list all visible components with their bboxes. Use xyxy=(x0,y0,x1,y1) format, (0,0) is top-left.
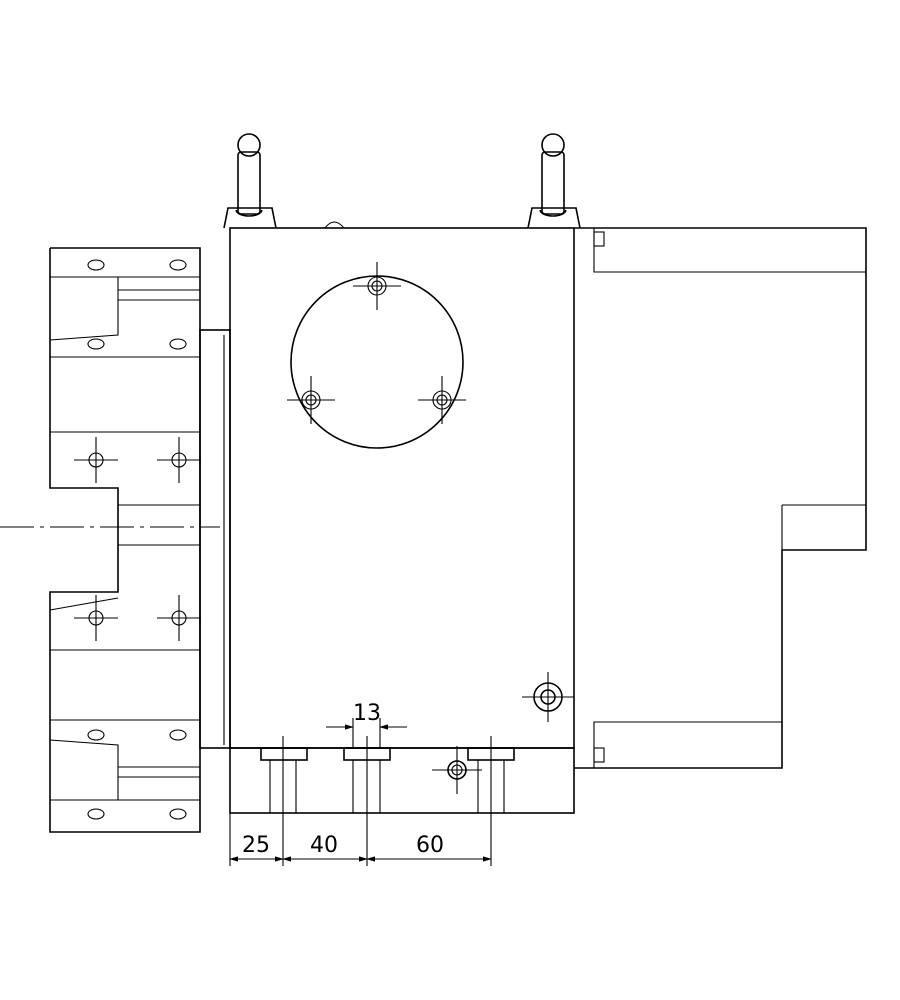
handle-left xyxy=(223,133,277,229)
bolt-hole xyxy=(74,437,118,483)
base-plate xyxy=(229,747,575,814)
dimension-chain: 25 40 60 xyxy=(229,813,492,866)
dimension-label: 60 xyxy=(416,833,444,858)
bolt-hole xyxy=(353,262,401,310)
pin-2 xyxy=(343,736,391,830)
reference-hole xyxy=(522,672,574,722)
dimension-label: 40 xyxy=(310,833,338,858)
slot-hole xyxy=(169,729,187,741)
slot-hole xyxy=(169,808,187,820)
left-fixture xyxy=(49,247,201,833)
dimension-label: 13 xyxy=(353,701,381,726)
bolt-circle xyxy=(287,262,466,449)
slot-hole xyxy=(169,259,187,271)
dimension-13: 13 xyxy=(326,701,407,748)
bolt-hole xyxy=(418,376,466,424)
right-bracket xyxy=(574,227,867,769)
bolt-hole xyxy=(157,437,201,483)
bolt-hole xyxy=(157,595,201,641)
main-body xyxy=(229,221,575,814)
slot-hole xyxy=(87,259,105,271)
handle-right xyxy=(527,133,581,229)
bolt-hole xyxy=(74,595,118,641)
pin-3 xyxy=(467,736,515,830)
slot-hole xyxy=(87,808,105,820)
slot-hole xyxy=(87,729,105,741)
slot-hole xyxy=(87,338,105,350)
small-hole xyxy=(432,746,482,794)
pin-1 xyxy=(260,736,308,830)
dimension-label: 25 xyxy=(242,833,270,858)
spacer-plate xyxy=(199,329,231,749)
bolt-hole xyxy=(287,376,335,424)
slot-hole xyxy=(169,338,187,350)
